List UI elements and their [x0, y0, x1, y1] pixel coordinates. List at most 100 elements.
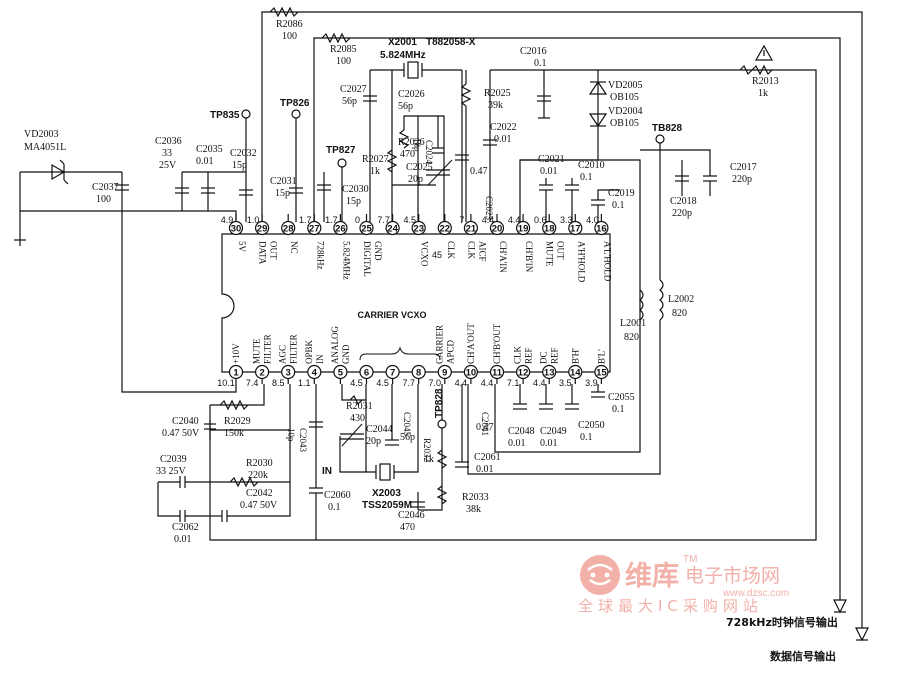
- c2027-val: 56p: [342, 96, 357, 107]
- l2002-ref: L2002: [668, 294, 694, 305]
- hold-caps: [467, 143, 717, 475]
- pin-voltage: 1.7: [299, 215, 312, 225]
- c2025-ref: C2025: [406, 162, 433, 173]
- pin-function: B'H': [570, 348, 580, 364]
- r2030-ref: R2030: [246, 458, 273, 469]
- pin-function: FILTER: [289, 334, 299, 364]
- pin-function: NC: [289, 241, 299, 254]
- c2040-val: 0.47 50V: [162, 428, 200, 439]
- c2046-ref: C2046: [398, 510, 425, 521]
- pin-number: 29: [257, 224, 268, 235]
- pin-function: +10V: [231, 343, 241, 364]
- r2085-val: 100: [336, 56, 351, 67]
- caps-supply: [175, 171, 253, 222]
- ic-pin-14: 143.5B'H': [559, 348, 583, 388]
- c2017-val: 220p: [732, 174, 752, 185]
- c2017-ref: C2017: [730, 162, 757, 173]
- c2055-ref: C2055: [608, 392, 635, 403]
- c2016-ref: C2016: [520, 46, 547, 57]
- pin-voltage: 8.5: [272, 378, 285, 388]
- c2042-ref: C2042: [246, 488, 273, 499]
- x2003-part: TSS2059M: [362, 500, 412, 511]
- ic-pin-7: 74.5: [376, 364, 400, 388]
- pin-function: OUT: [269, 241, 279, 260]
- c2026-val: 56p: [398, 101, 413, 112]
- c2018-ref: C2018: [670, 196, 697, 207]
- pin-function: ANALOG: [330, 326, 340, 364]
- watermark-tm: TM: [683, 554, 697, 565]
- crystal-x2001: [363, 61, 497, 222]
- c2022-ref: C2022: [490, 122, 517, 133]
- pin-voltage: 0: [355, 215, 360, 225]
- l2001-val: 820: [624, 332, 639, 343]
- pin-number: 24: [387, 224, 398, 235]
- pin-voltage: 0.6: [534, 215, 547, 225]
- pin-voltage: 4.4: [481, 378, 494, 388]
- c2023-val: 0.47: [470, 166, 488, 177]
- watermark: 维库 TM 电子市场网 www.dzsc.com 全球最大IC采购网站: [578, 554, 789, 615]
- pin-voltage: 1.0: [247, 215, 260, 225]
- pin-voltage: 4.5: [350, 378, 363, 388]
- ic-pin-19: 194.4CH'B'IN: [508, 214, 534, 273]
- r2025-val: 39k: [488, 100, 503, 111]
- c2030-val: 15p: [346, 196, 361, 207]
- pin-function: APCD: [445, 339, 455, 364]
- ic-pin-20: 204.4CH'A'IN: [482, 214, 508, 273]
- pin-function: VCXO: [420, 241, 430, 267]
- caps-clock: [289, 172, 331, 222]
- pin-number: 22: [440, 224, 451, 235]
- c2043-val: 10p: [286, 428, 296, 442]
- watermark-logo-icon: [580, 555, 620, 595]
- c2031-ref: C2031: [270, 176, 297, 187]
- pin-function: CLK: [446, 241, 456, 260]
- c2062-val: 0.01: [174, 534, 192, 545]
- c2039-val: 33 25V: [156, 466, 187, 477]
- pin-function: CARRIER: [434, 325, 444, 364]
- l2001-ref: L2001: [620, 318, 646, 329]
- ic-pin-11: 114.4CH'B'OUT: [481, 323, 505, 388]
- r2086-val: 100: [282, 31, 297, 42]
- pin-function: 728kHz: [315, 241, 325, 270]
- output-728k-label: 728kHz时钟信号输出: [726, 615, 838, 629]
- pin-voltage: 4.9: [221, 215, 234, 225]
- pin-voltage: 7.0: [429, 378, 442, 388]
- c2010-val: 0.1: [580, 172, 593, 183]
- vd2003-part: MA4051L: [24, 142, 66, 153]
- ic-pin-30: 304.95V: [221, 214, 247, 253]
- pin-voltage: 3.3: [560, 215, 573, 225]
- pin-function: CH'B'IN: [524, 241, 534, 273]
- r2030-val: 220k: [248, 470, 268, 481]
- c2060-val: 0.1: [328, 502, 341, 513]
- pin-function: OUT: [556, 241, 566, 260]
- pin-number: 18: [544, 224, 555, 235]
- r2032-val: 1k: [424, 454, 434, 465]
- ic-pin-6: 64.5: [350, 364, 374, 388]
- pin-number: 30: [231, 224, 242, 235]
- c2037-ref: C2037: [92, 182, 119, 193]
- pin-function: DC: [539, 351, 549, 364]
- pin-voltage: 4.0: [586, 215, 599, 225]
- carrier-vcxo-label: CARRIER VCXO: [357, 310, 426, 320]
- ref-caps: [513, 384, 605, 410]
- ic-pin-1: 110.1+10V: [217, 343, 244, 388]
- pin-voltage: 1.7: [325, 215, 338, 225]
- watermark-url: www.dzsc.com: [722, 588, 789, 599]
- pin-number: 8: [416, 368, 421, 379]
- tp827-label: TP827: [326, 145, 356, 156]
- tp826-label: TP826: [280, 98, 310, 109]
- pin-number: 20: [492, 224, 503, 235]
- pin-function: REF: [524, 347, 534, 364]
- zener-vd2003: [14, 159, 69, 246]
- output-arrows: [833, 599, 869, 642]
- r2031-ref: R2031: [346, 401, 373, 412]
- r2032-ref: R2032: [422, 438, 432, 462]
- vd2004-part: OB105: [610, 118, 639, 129]
